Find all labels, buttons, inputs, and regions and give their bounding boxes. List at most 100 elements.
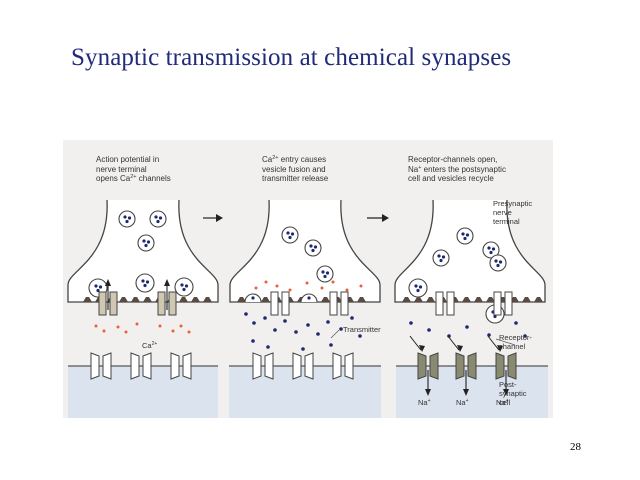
vesicle-p3-2 bbox=[482, 241, 500, 259]
sodium-label-3-base: Na bbox=[496, 398, 506, 407]
panel-2-caption: Ca2+ entry causes vesicle fusion and tra… bbox=[262, 155, 328, 184]
vesicle-p1-6-dot-1 bbox=[180, 283, 184, 287]
vesicle-p1-3-membrane bbox=[137, 234, 155, 252]
vesicle-p3-4 bbox=[489, 254, 507, 272]
active-zone-bump-p3 bbox=[462, 297, 471, 302]
sodium-label-1-base: Na bbox=[418, 398, 428, 407]
vesicle-p2-2 bbox=[304, 239, 322, 257]
calcium-ion-18 bbox=[359, 284, 363, 288]
calcium-channel-p3-1-left bbox=[435, 291, 444, 316]
vesicle-p1-3 bbox=[137, 234, 155, 252]
sodium-entry-arrowhead-2 bbox=[463, 389, 469, 396]
step-arrowhead-1 bbox=[216, 214, 223, 222]
vesicle-p1-2-dot-2 bbox=[158, 216, 163, 220]
calcium-entry-arrowhead-1 bbox=[105, 279, 111, 286]
vesicle-p3-2-dot-1 bbox=[487, 246, 491, 250]
panel-3-caption-suffix: enters the postsynaptic bbox=[421, 164, 506, 174]
sodium-label-3: Na+ bbox=[496, 398, 509, 407]
vesicle-p1-5-dot-1 bbox=[141, 279, 145, 283]
receptor-closed-3 bbox=[170, 352, 192, 380]
vesicle-p3-2-membrane bbox=[482, 241, 500, 259]
panel-2-caption-line-2: vesicle fusion and bbox=[262, 164, 326, 174]
vesicle-p3-3-dot-3 bbox=[439, 258, 443, 263]
sodium-label-2: Na+ bbox=[456, 398, 469, 407]
active-zone-bump-p2 bbox=[357, 297, 366, 302]
calcium-channel-p2-2-right bbox=[340, 291, 349, 316]
calcium-ion-11 bbox=[264, 280, 268, 284]
transmitter-molecule-23 bbox=[523, 334, 527, 338]
calcium-ion-12 bbox=[275, 284, 279, 288]
vesicle-p1-1 bbox=[118, 210, 136, 228]
panel-1-caption-line-3: opens Ca2+ channels bbox=[96, 174, 171, 184]
transmitter-binding-arrowhead-3 bbox=[497, 345, 503, 352]
sodium-label-3-sup: + bbox=[505, 398, 509, 404]
transmitter-molecule-11 bbox=[350, 316, 354, 320]
vesicle-p2-1-dot-2 bbox=[290, 232, 295, 236]
panel-1-caption: Action potential in nerve terminal opens… bbox=[96, 155, 171, 184]
transmitter-molecule-10 bbox=[339, 327, 343, 331]
sodium-entry-arrowhead-3 bbox=[503, 389, 509, 396]
receptor-closed-6-left bbox=[332, 352, 342, 380]
calcium-channel-p1-2 bbox=[157, 291, 177, 316]
receptor-open-3-left bbox=[495, 352, 505, 380]
vesicle-p3-6-dot-3 bbox=[493, 314, 497, 319]
calcium-channel-p2-1 bbox=[270, 291, 290, 316]
vesicle-p1-1-dot-2 bbox=[127, 216, 132, 220]
receptor-closed-2-right bbox=[142, 352, 152, 380]
transmitter-molecule-20 bbox=[465, 325, 469, 329]
calcium-channel-p3-2-right bbox=[504, 291, 513, 316]
vesicle-p1-5 bbox=[135, 273, 155, 293]
transmitter-molecule-5 bbox=[283, 319, 287, 323]
panel-3-caption: Receptor-channels open, Na+ enters the p… bbox=[408, 155, 506, 184]
active-zone-bump-p2 bbox=[237, 297, 246, 302]
receptor-closed-4-left bbox=[252, 352, 262, 380]
vesicle-p2-1-dot-1 bbox=[286, 231, 290, 235]
panel-2-caption-sup: 2+ bbox=[272, 155, 279, 161]
receptor-closed-1-right bbox=[102, 352, 112, 380]
active-zone-bump-p3 bbox=[522, 297, 531, 302]
receptor-channel-label-line-2: channel bbox=[499, 342, 526, 351]
vesicle-p3-3-dot-1 bbox=[437, 254, 441, 258]
synapse-diagram-svg bbox=[67, 199, 548, 418]
panel-2-caption-prefix: Ca bbox=[262, 155, 273, 164]
transmitter-molecule-14 bbox=[266, 345, 270, 349]
active-zone-bump-p1 bbox=[131, 297, 140, 302]
receptor-closed-6-right bbox=[344, 352, 354, 380]
vesicle-p2-2-membrane bbox=[304, 239, 322, 257]
calcium-ion-6 bbox=[158, 324, 162, 328]
transmitter-binding-arrowhead-2 bbox=[457, 345, 463, 352]
vesicle-p3-5 bbox=[408, 278, 428, 298]
calcium-ion-10 bbox=[254, 286, 258, 290]
panel-3-caption-line-3: cell and vesicles recycle bbox=[408, 174, 494, 183]
vesicle-p2-1-membrane bbox=[281, 226, 299, 244]
vesicle-p3-4-dot-1 bbox=[494, 259, 498, 263]
panel-1-caption-line-1: Action potential in bbox=[96, 155, 160, 164]
panel-1-caption-line-2: nerve terminal bbox=[96, 164, 147, 174]
calcium-channel-p1-2-left bbox=[157, 291, 166, 316]
vesicle-p2-2-dot-1 bbox=[309, 244, 313, 248]
active-zone-bump-p1 bbox=[143, 297, 152, 302]
receptor-closed-3-left bbox=[170, 352, 180, 380]
vesicle-p3-1-dot-2 bbox=[465, 233, 470, 237]
transmitter-molecule-3 bbox=[263, 316, 267, 320]
transmitter-molecule-18 bbox=[427, 328, 431, 332]
receptor-open-3 bbox=[495, 352, 517, 380]
calcium-label-sup: 2+ bbox=[151, 341, 158, 347]
synapse-figure: Action potential in nerve terminal opens… bbox=[63, 140, 553, 418]
vesicle-p1-2-dot-1 bbox=[154, 215, 158, 219]
postsynaptic-label-line-3: cell bbox=[499, 398, 511, 407]
active-zone-bump-p1 bbox=[179, 297, 188, 302]
vesicle-p2-3 bbox=[316, 265, 334, 283]
active-zone-bump-p2 bbox=[321, 297, 330, 302]
transmitter-molecule-9 bbox=[326, 320, 330, 324]
transmitter-molecule-6 bbox=[294, 330, 298, 334]
vesicle-p2-1-dot-3 bbox=[288, 235, 292, 240]
vesicle-p1-5-dot-2 bbox=[145, 280, 150, 284]
panel-1-caption-sup: 2+ bbox=[130, 174, 137, 180]
vesicle-p3-3-dot-2 bbox=[441, 255, 446, 259]
postsynaptic-cell-label: Post- synaptic cell bbox=[499, 380, 527, 407]
transmitter-molecule-7 bbox=[306, 323, 310, 327]
calcium-channel-p3-2-left bbox=[493, 291, 502, 316]
panel-2-caption-suffix: entry causes bbox=[278, 155, 327, 164]
transmitter-binding-arrow-3 bbox=[487, 335, 500, 351]
